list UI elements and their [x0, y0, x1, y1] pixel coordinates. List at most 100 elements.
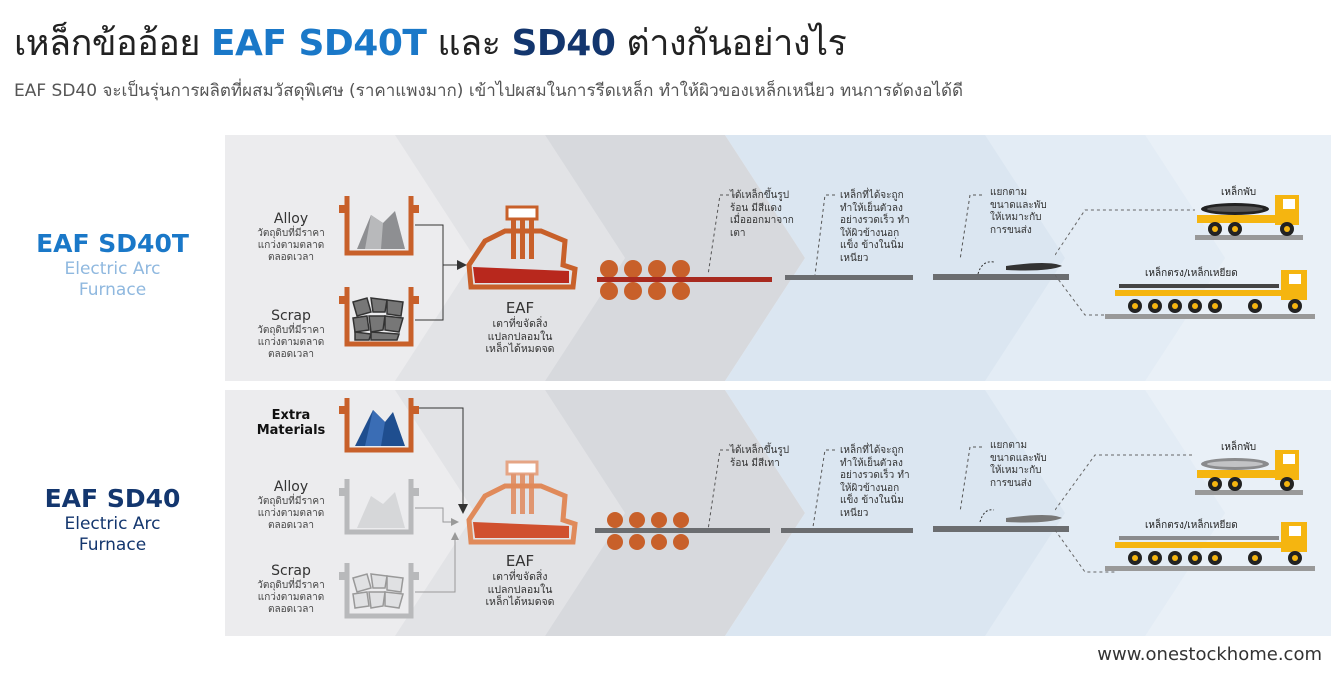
eaf-furnace-icon	[466, 205, 578, 290]
truck-straight-icon	[1105, 270, 1315, 319]
scrap-desc-line: วัตถุดิบที่มีราคา	[257, 580, 325, 591]
rolling-mill-icon	[595, 512, 770, 550]
step2-leader-and-bar	[781, 449, 913, 533]
extra-materials-line: Extra	[271, 408, 311, 423]
alloy-name: Alloy	[273, 211, 309, 227]
step2-line: ให้ผิวข้างนอก	[840, 227, 900, 239]
step2-note: เหล็กที่ได้จะถูก ทำให้เย็นตัวลง อย่างรวด…	[840, 190, 910, 265]
eaf-label-group: EAF เตาที่ขจัดสิ่ง แปลกปลอมใน เหล็กได้หม…	[465, 552, 575, 609]
process-panel-sd40: Extra Materials Alloy วัตถุดิบที่มีราคา …	[225, 390, 1331, 636]
extra-materials-line: Materials	[256, 423, 326, 438]
step1-line: เมื่อออกมาจาก	[730, 215, 794, 226]
truck-folded-icon	[1195, 195, 1303, 240]
step2-line: ให้ผิวข้างนอก	[840, 482, 900, 494]
scrap-desc-line: แกว่งตามตลาด	[257, 592, 325, 603]
alloy-label-group: Alloy วัตถุดิบที่มีราคา แกว่งตามตลาด ตลอ…	[243, 478, 339, 532]
truck-leaders	[1055, 209, 1195, 316]
step2-line: เหนียว	[840, 507, 869, 519]
truck-folded-label: เหล็กพับ	[1221, 442, 1257, 453]
step2-note: เหล็กที่ได้จะถูก ทำให้เย็นตัวลง อย่างรวด…	[840, 445, 910, 520]
step1-note: ได้เหล็กขึ้นรูป ร้อน มีสีแดง เมื่อออกมาจ…	[730, 190, 794, 240]
step3-leader-and-bar	[933, 194, 1069, 280]
eaf-desc-line: แปลกปลอมใน	[487, 583, 553, 596]
title-product-b: SD40	[511, 23, 616, 64]
product-name: EAF SD40	[44, 484, 181, 513]
step1-leader	[707, 449, 735, 531]
step3-line: การขนส่ง	[990, 224, 1032, 236]
step3-line: แยกตาม	[990, 187, 1028, 198]
eaf-desc-line: แปลกปลอมใน	[487, 330, 553, 343]
step3-line: ขนาดและพับ	[990, 452, 1047, 464]
alloy-name: Alloy	[273, 479, 309, 495]
page-subtitle: EAF SD40 จะเป็นรุ่นการผลิตที่ผสมวัสดุพิเ…	[14, 81, 964, 101]
truck-leaders	[1055, 454, 1195, 573]
alloy-desc-line: วัตถุดิบที่มีราคา	[257, 496, 325, 507]
product-name: EAF SD40T	[36, 229, 189, 258]
step2-line: เหล็กที่ได้จะถูก	[840, 445, 904, 456]
alloy-desc-line: แกว่งตามตลาด	[257, 240, 325, 251]
truck-straight-label: เหล็กตรง/เหล็กเหยียด	[1145, 268, 1238, 279]
alloy-desc-line: ตลอดเวลา	[268, 252, 314, 263]
title-suffix: ต่างกันอย่างไร	[626, 23, 847, 64]
page-title: เหล็กข้ออ้อย EAF SD40T และ SD40 ต่างกันอ…	[14, 22, 847, 66]
extra-materials-ladle-icon	[339, 398, 419, 453]
truck-straight-label: เหล็กตรง/เหล็กเหยียด	[1145, 520, 1238, 531]
truck-folded-label: เหล็กพับ	[1221, 187, 1257, 198]
step2-leader-and-bar	[785, 194, 913, 280]
step1-line: ได้เหล็กขึ้นรูป	[730, 445, 790, 456]
step2-line: เหนียว	[840, 252, 869, 264]
product-line1: Electric Arc	[64, 514, 161, 534]
eaf-label-group: EAF เตาที่ขจัดสิ่ง แปลกปลอมใน เหล็กได้หม…	[465, 299, 575, 356]
row-label-sd40: EAF SD40 Electric Arc Furnace	[0, 484, 225, 556]
truck-folded-icon	[1195, 450, 1303, 495]
scrap-desc-line: ตลอดเวลา	[268, 604, 314, 615]
feed-arrows	[415, 224, 467, 321]
step1-line: ได้เหล็กขึ้นรูป	[730, 190, 790, 201]
truck-straight-icon	[1105, 522, 1315, 571]
step1-leader	[707, 194, 735, 276]
scrap-ladle-icon	[339, 287, 419, 347]
row-label-sd40t: EAF SD40T Electric Arc Furnace	[0, 229, 225, 301]
step1-note: ได้เหล็กขึ้นรูป ร้อน มีสีเทา	[730, 445, 789, 470]
alloy-desc-line: วัตถุดิบที่มีราคา	[257, 228, 325, 239]
step1-line: ร้อน มีสีเทา	[730, 457, 780, 469]
product-line1: Electric Arc	[64, 259, 161, 279]
step3-line: แยกตาม	[990, 440, 1028, 451]
eaf-desc-line: เตาที่ขจัดสิ่ง	[492, 571, 548, 583]
scrap-ladle-faded-icon	[339, 563, 419, 619]
product-line2: Furnace	[78, 280, 147, 300]
eaf-name: EAF	[505, 552, 535, 570]
step2-line: ทำให้เย็นตัวลง	[840, 457, 903, 469]
step3-line: ขนาดและพับ	[990, 199, 1047, 211]
product-line2: Furnace	[78, 535, 147, 555]
eaf-desc-line: เหล็กได้หมดจด	[485, 596, 555, 608]
step3-leader-and-bar	[933, 446, 1069, 532]
step2-line: เหล็กที่ได้จะถูก	[840, 190, 904, 201]
title-mid: และ	[437, 23, 501, 64]
step2-line: ทำให้เย็นตัวลง	[840, 202, 903, 214]
step3-line: ให้เหมาะกับ	[990, 212, 1042, 223]
footer-url: www.onestockhome.com	[1097, 644, 1322, 665]
step2-line: แข็ง ข้างในนิ่ม	[840, 240, 904, 251]
eaf-desc-line: เตาที่ขจัดสิ่ง	[492, 318, 548, 330]
extra-materials-label: Extra Materials	[243, 408, 339, 438]
scrap-desc-line: วัตถุดิบที่มีราคา	[257, 325, 325, 336]
alloy-desc-line: ตลอดเวลา	[268, 520, 314, 531]
step2-line: อย่างรวดเร็ว ทำ	[840, 215, 910, 226]
process-panel-sd40t: Alloy วัตถุดิบที่มีราคา แกว่งตามตลาด ตลอ…	[225, 135, 1331, 381]
step1-line: ร้อน มีสีแดง	[730, 202, 782, 214]
title-prefix: เหล็กข้ออ้อย	[14, 23, 200, 64]
scrap-name: Scrap	[271, 308, 311, 324]
step3-line: การขนส่ง	[990, 477, 1032, 489]
step3-note: แยกตาม ขนาดและพับ ให้เหมาะกับ การขนส่ง	[990, 440, 1047, 490]
step1-line: เตา	[730, 227, 746, 239]
eaf-name: EAF	[505, 299, 535, 317]
step2-line: แข็ง ข้างในนิ่ม	[840, 495, 904, 506]
title-product-a: EAF SD40T	[210, 23, 427, 64]
scrap-desc-line: ตลอดเวลา	[268, 349, 314, 360]
scrap-name: Scrap	[271, 563, 311, 579]
alloy-ladle-faded-icon	[339, 479, 419, 535]
scrap-label-group: Scrap วัตถุดิบที่มีราคา แกว่งตามตลาด ตลอ…	[243, 562, 339, 616]
eaf-desc-line: เหล็กได้หมดจด	[485, 343, 555, 355]
feed-arrows	[415, 407, 468, 593]
